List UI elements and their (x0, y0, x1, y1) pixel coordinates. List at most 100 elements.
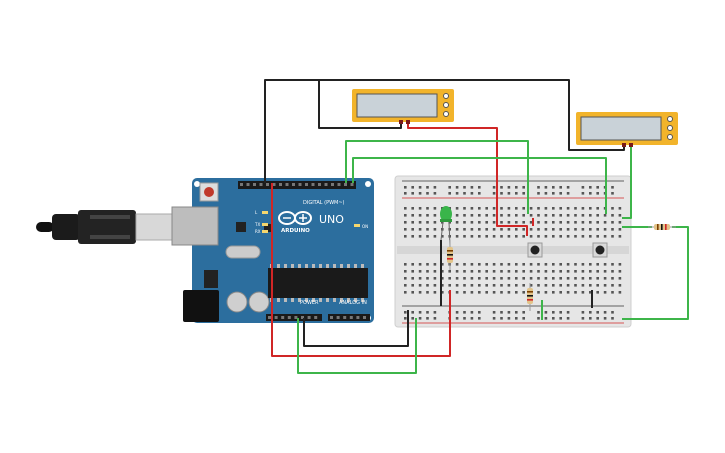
breadboard-hole (492, 235, 496, 238)
breadboard-hole (618, 263, 622, 266)
breadboard-hole (618, 270, 622, 273)
breadboard-hole (603, 291, 607, 294)
header-pin (279, 183, 282, 186)
breadboard-hole (507, 207, 511, 210)
breadboard-hole (485, 270, 488, 273)
breadboard-hole (552, 311, 555, 314)
atmega-chip (268, 268, 368, 298)
breadboard-hole (522, 192, 525, 195)
breadboard-hole (507, 186, 511, 189)
breadboard-hole (537, 186, 540, 189)
breadboard-hole (470, 311, 474, 314)
resistor-2 (527, 283, 533, 311)
breadboard-hole (581, 192, 585, 195)
breadboard-hole (507, 317, 511, 320)
chip-pin (333, 298, 336, 302)
breadboard-hole (507, 291, 511, 294)
breadboard-hole (404, 235, 407, 238)
breadboard-hole (455, 311, 459, 314)
center-channel (397, 246, 629, 254)
breadboard-hole (544, 263, 548, 266)
breadboard-hole (455, 228, 459, 231)
breadboard-hole (485, 263, 488, 266)
breadboard-hole (418, 228, 422, 231)
breadboard-hole (500, 186, 503, 189)
breadboard-hole (611, 270, 614, 273)
lcd-terminal (443, 111, 449, 117)
breadboard-hole (611, 311, 614, 314)
power-label: POWER (300, 300, 319, 306)
breadboard-hole (596, 311, 599, 314)
breadboard-hole (418, 291, 422, 294)
breadboard-hole (596, 235, 599, 238)
breadboard-hole (559, 311, 562, 314)
breadboard-hole (566, 235, 570, 238)
breadboard-hole (529, 277, 533, 280)
breadboard-hole (441, 235, 444, 238)
breadboard-hole (559, 277, 562, 280)
breadboard-hole (618, 214, 622, 217)
breadboard-hole (611, 228, 614, 231)
breadboard-hole (411, 284, 414, 287)
chip-pin (361, 264, 364, 268)
breadboard-hole (492, 311, 496, 314)
breadboard-hole (589, 277, 592, 280)
breadboard-hole (478, 317, 481, 320)
breadboard-hole (522, 221, 525, 224)
breadboard-hole (537, 270, 540, 273)
lcd-pin (399, 120, 403, 124)
breadboard-hole (485, 214, 488, 217)
breadboard-hole (596, 207, 599, 210)
breadboard-hole (463, 192, 466, 195)
breadboard-hole (507, 221, 511, 224)
breadboard-hole (515, 221, 518, 224)
breadboard-hole (611, 186, 614, 189)
breadboard-hole (500, 263, 503, 266)
breadboard-hole (522, 214, 525, 217)
breadboard-hole (426, 317, 429, 320)
breadboard-hole (559, 291, 562, 294)
breadboard-hole (515, 270, 518, 273)
breadboard-hole (492, 214, 496, 217)
breadboard-hole (529, 207, 533, 210)
lcd-display-2 (576, 112, 678, 147)
breadboard-hole (544, 186, 548, 189)
breadboard-hole (455, 214, 459, 217)
chip-pin (284, 298, 287, 302)
breadboard-hole (603, 235, 607, 238)
breadboard-hole (507, 270, 511, 273)
breadboard-hole (603, 221, 607, 224)
wire-black-lcd2 (319, 79, 625, 151)
breadboard-hole (411, 192, 414, 195)
breadboard-hole (603, 311, 607, 314)
breadboard-hole (522, 207, 525, 210)
chip-pin (277, 298, 280, 302)
breadboard-hole (596, 214, 599, 217)
breadboard-hole (611, 291, 614, 294)
push-button-2[interactable] (592, 242, 608, 258)
breadboard-hole (485, 228, 488, 231)
breadboard-hole (581, 270, 585, 273)
breadboard-hole (404, 311, 407, 314)
breadboard-hole (463, 235, 466, 238)
breadboard-hole (426, 291, 429, 294)
breadboard-hole (537, 228, 540, 231)
breadboard-hole (544, 214, 548, 217)
breadboard-hole (581, 214, 585, 217)
capacitor (248, 291, 270, 313)
breadboard (394, 175, 632, 328)
push-button-1[interactable] (527, 242, 543, 258)
breadboard-hole (411, 221, 414, 224)
header-pin (285, 183, 289, 186)
led-tx (262, 223, 268, 226)
header-pin (307, 316, 311, 319)
breadboard-hole (537, 291, 540, 294)
breadboard-hole (411, 207, 414, 210)
led-on (354, 224, 360, 227)
breadboard-hole (581, 263, 585, 266)
breadboard-hole (463, 291, 466, 294)
model-label: UNO (319, 213, 344, 226)
led-rx (262, 230, 268, 233)
breadboard-hole (485, 235, 488, 238)
breadboard-hole (589, 186, 592, 189)
